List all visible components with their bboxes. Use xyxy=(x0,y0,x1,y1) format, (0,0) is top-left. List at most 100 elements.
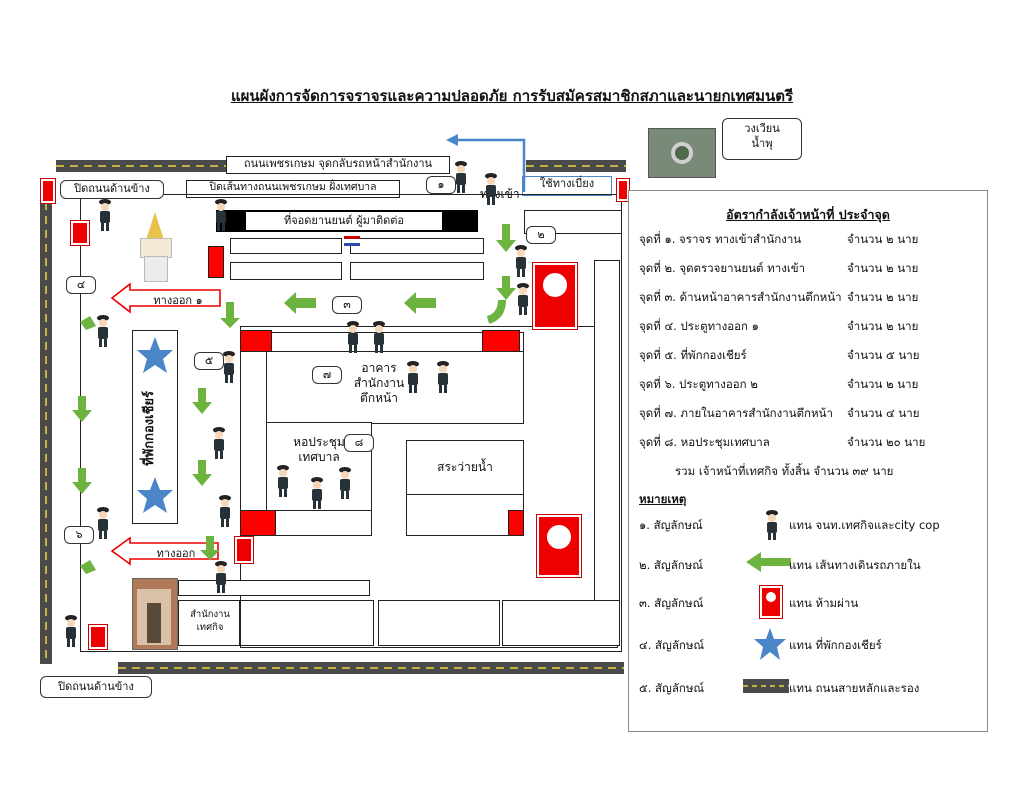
barrier-building-right xyxy=(482,330,520,352)
officer-icon xyxy=(516,282,530,316)
legend-row-label: จุดที่ ๖. ประตูทางออก ๒ xyxy=(639,377,758,391)
officer-icon xyxy=(454,160,468,194)
bottom-block-a xyxy=(178,580,370,596)
hall-lower xyxy=(266,510,372,536)
blue-star-icon xyxy=(753,627,787,661)
symbol-row-officer: ๑. สัญลักษณ์ แทน จนท.เทศกิจและcity cop xyxy=(639,509,979,541)
office-building: อาคาร สำนักงาน ตึกหน้า xyxy=(266,350,524,424)
symbol-row-arrow: ๒. สัญลักษณ์ แทน เส้นทางเดินรถภายใน xyxy=(639,551,979,575)
bottom-block-c xyxy=(240,600,374,646)
officer-icon xyxy=(212,426,226,460)
exit1-label: ทางออก ๑ xyxy=(153,294,203,307)
officer-icon xyxy=(310,476,324,510)
officer-icon xyxy=(214,560,228,594)
legend-row-count: จำนวน ๒๐ นาย xyxy=(847,435,926,449)
legend-row: จุดที่ ๖. ประตูทางออก ๒ จำนวน ๒ นาย xyxy=(639,376,918,394)
close-side-road-bottom: ปิดถนนด้านข้าง xyxy=(40,676,152,698)
point-6-bubble: ๖ xyxy=(64,526,94,544)
legend-row-count: จำนวน ๒ นาย xyxy=(847,319,919,333)
legend-row-label: จุดที่ ๒. จุดตรวจยานยนต์ ทางเข้า xyxy=(639,261,806,275)
no-entry-sign-bottom-left xyxy=(88,624,108,650)
road-closed-label: ปิดเส้นทางถนนเพชรเกษม ฝั่งเทศบาล xyxy=(186,180,400,198)
traffic-arrows xyxy=(72,224,516,574)
parking-block-d xyxy=(350,262,484,280)
symbol-text: แทน ที่พักกองเชียร์ xyxy=(789,638,882,652)
symbol-text: แทน ห้ามผ่าน xyxy=(789,596,859,610)
officer-icon xyxy=(96,506,110,540)
u-turn-arrow xyxy=(446,134,526,192)
officer-icon xyxy=(436,360,450,394)
legend-row-count: จำนวน ๒ นาย xyxy=(847,377,919,391)
legend-title: อัตรากำลังเจ้าหน้าที่ ประจำจุด xyxy=(726,207,890,222)
parking-block-a xyxy=(230,238,342,254)
no-entry-sign-icon xyxy=(759,585,783,619)
bidirectional-label: ใช้ทางเบี่ยง xyxy=(522,176,612,196)
kiosk-image xyxy=(132,578,178,650)
symbol-row-no-entry: ๓. สัญลักษณ์ แทน ห้ามผ่าน xyxy=(639,585,979,619)
legend-row: จุดที่ ๕. ที่พักกองเชียร์ จำนวน ๕ นาย xyxy=(639,347,919,365)
pool-building: สระว่ายน้ำ xyxy=(406,440,524,496)
legend-row-label: จุดที่ ๘. หอประชุมเทศบาล xyxy=(639,435,770,449)
symbol-text: แทน เส้นทางเดินรถภายใน xyxy=(789,558,921,572)
symbol-num: ๑. สัญลักษณ์ xyxy=(639,518,703,532)
bottom-block-e xyxy=(502,600,620,646)
close-side-road-top: ปิดถนนด้านข้าง xyxy=(60,180,164,199)
officer-icon xyxy=(514,244,528,278)
legend-row-count: จำนวน ๕ นาย xyxy=(847,348,920,362)
officer-icon xyxy=(222,350,236,384)
point-7-bubble: ๗ xyxy=(312,366,342,384)
symbol-num: ๒. สัญลักษณ์ xyxy=(639,558,703,572)
notes-title: หมายเหตุ xyxy=(639,492,687,506)
officer-icon xyxy=(765,509,779,541)
no-entry-sign-right-bottom xyxy=(536,514,582,578)
officer-icon xyxy=(214,198,228,232)
right-building-long xyxy=(594,260,620,602)
office-label: สำนักงาน เทศกิจ xyxy=(190,609,230,633)
symbol-row-star: ๔. สัญลักษณ์ แทน ที่พักกองเชียร์ xyxy=(639,627,979,661)
flag-icon xyxy=(344,236,360,246)
legend-row-count: จำนวน ๒ นาย xyxy=(847,232,919,246)
staffing-legend: อัตรากำลังเจ้าหน้าที่ ประจำจุด จุดที่ ๑.… xyxy=(628,190,988,732)
roundabout-bubble: วงเวียน น้ำพุ xyxy=(722,118,802,160)
symbol-num: ๓. สัญลักษณ์ xyxy=(639,596,704,610)
point-8-bubble: ๘ xyxy=(344,434,374,452)
legend-row-label: จุดที่ ๑. จราจร ทางเข้าสำนักงาน xyxy=(639,232,802,246)
symbol-num: ๕. สัญลักษณ์ xyxy=(639,681,705,695)
road-icon xyxy=(743,679,789,693)
symbol-num: ๔. สัญลักษณ์ xyxy=(639,638,705,652)
officer-icon xyxy=(346,320,360,354)
bottom-block-b xyxy=(178,600,240,646)
symbol-row-road: ๕. สัญลักษณ์ แทน ถนนสายหลักและรอง xyxy=(639,675,979,699)
page-title: แผนผังการจัดการจราจรและความปลอดภัย การรั… xyxy=(230,87,794,105)
legend-row-count: จำนวน ๒ นาย xyxy=(847,261,919,275)
compound-outline xyxy=(80,194,622,652)
exit2-label: ทางออก xyxy=(156,547,196,560)
symbol-text: แทน ถนนสายหลักและรอง xyxy=(789,681,920,695)
exit1-arrow[interactable]: ทางออก ๑ xyxy=(110,282,222,314)
no-entry-sign-right-top xyxy=(532,262,578,330)
legend-row-label: จุดที่ ๔. ประตูทางออก ๑ xyxy=(639,319,759,333)
legend-row: จุดที่ ๒. จุดตรวจยานยนต์ ทางเข้า จำนวน ๒ … xyxy=(639,260,918,278)
pool-label: สระว่ายน้ำ xyxy=(437,460,493,474)
officer-icon xyxy=(406,360,420,394)
point-1-bubble: ๑ xyxy=(426,176,456,194)
no-entry-sign-top-left xyxy=(40,178,56,204)
legend-row: จุดที่ ๓. ด้านหน้าอาคารสำนักงานตึกหน้าจำ… xyxy=(639,289,918,307)
legend-row-count: จำนวน ๔ นาย xyxy=(847,406,920,420)
point-2-bubble: ๒ xyxy=(526,226,556,244)
office-building-label: อาคาร สำนักงาน ตึกหน้า xyxy=(353,361,405,405)
officer-icon xyxy=(372,320,386,354)
legend-row: จุดที่ ๘. หอประชุมเทศบาล จำนวน ๒๐ นาย xyxy=(639,434,925,452)
star-icon-upper xyxy=(136,336,174,374)
point-5-bubble: ๕ xyxy=(194,352,224,370)
pool-lower xyxy=(406,494,524,536)
officer-icon xyxy=(96,314,110,348)
road-top-label: ถนนเพชรเกษม จุดกลับรถหน้าสำนักงาน xyxy=(226,156,450,174)
point-4-bubble: ๔ xyxy=(66,276,96,294)
parking-block-c xyxy=(230,262,342,280)
legend-row-label: จุดที่ ๕. ที่พักกองเชียร์ xyxy=(639,348,747,362)
star-icon-lower xyxy=(136,476,174,514)
legend-row-label: จุดที่ ๓. ด้านหน้าอาคารสำนักงานตึกหน้า xyxy=(639,290,842,304)
officer-icon xyxy=(484,172,498,206)
officer-icon xyxy=(98,198,112,232)
